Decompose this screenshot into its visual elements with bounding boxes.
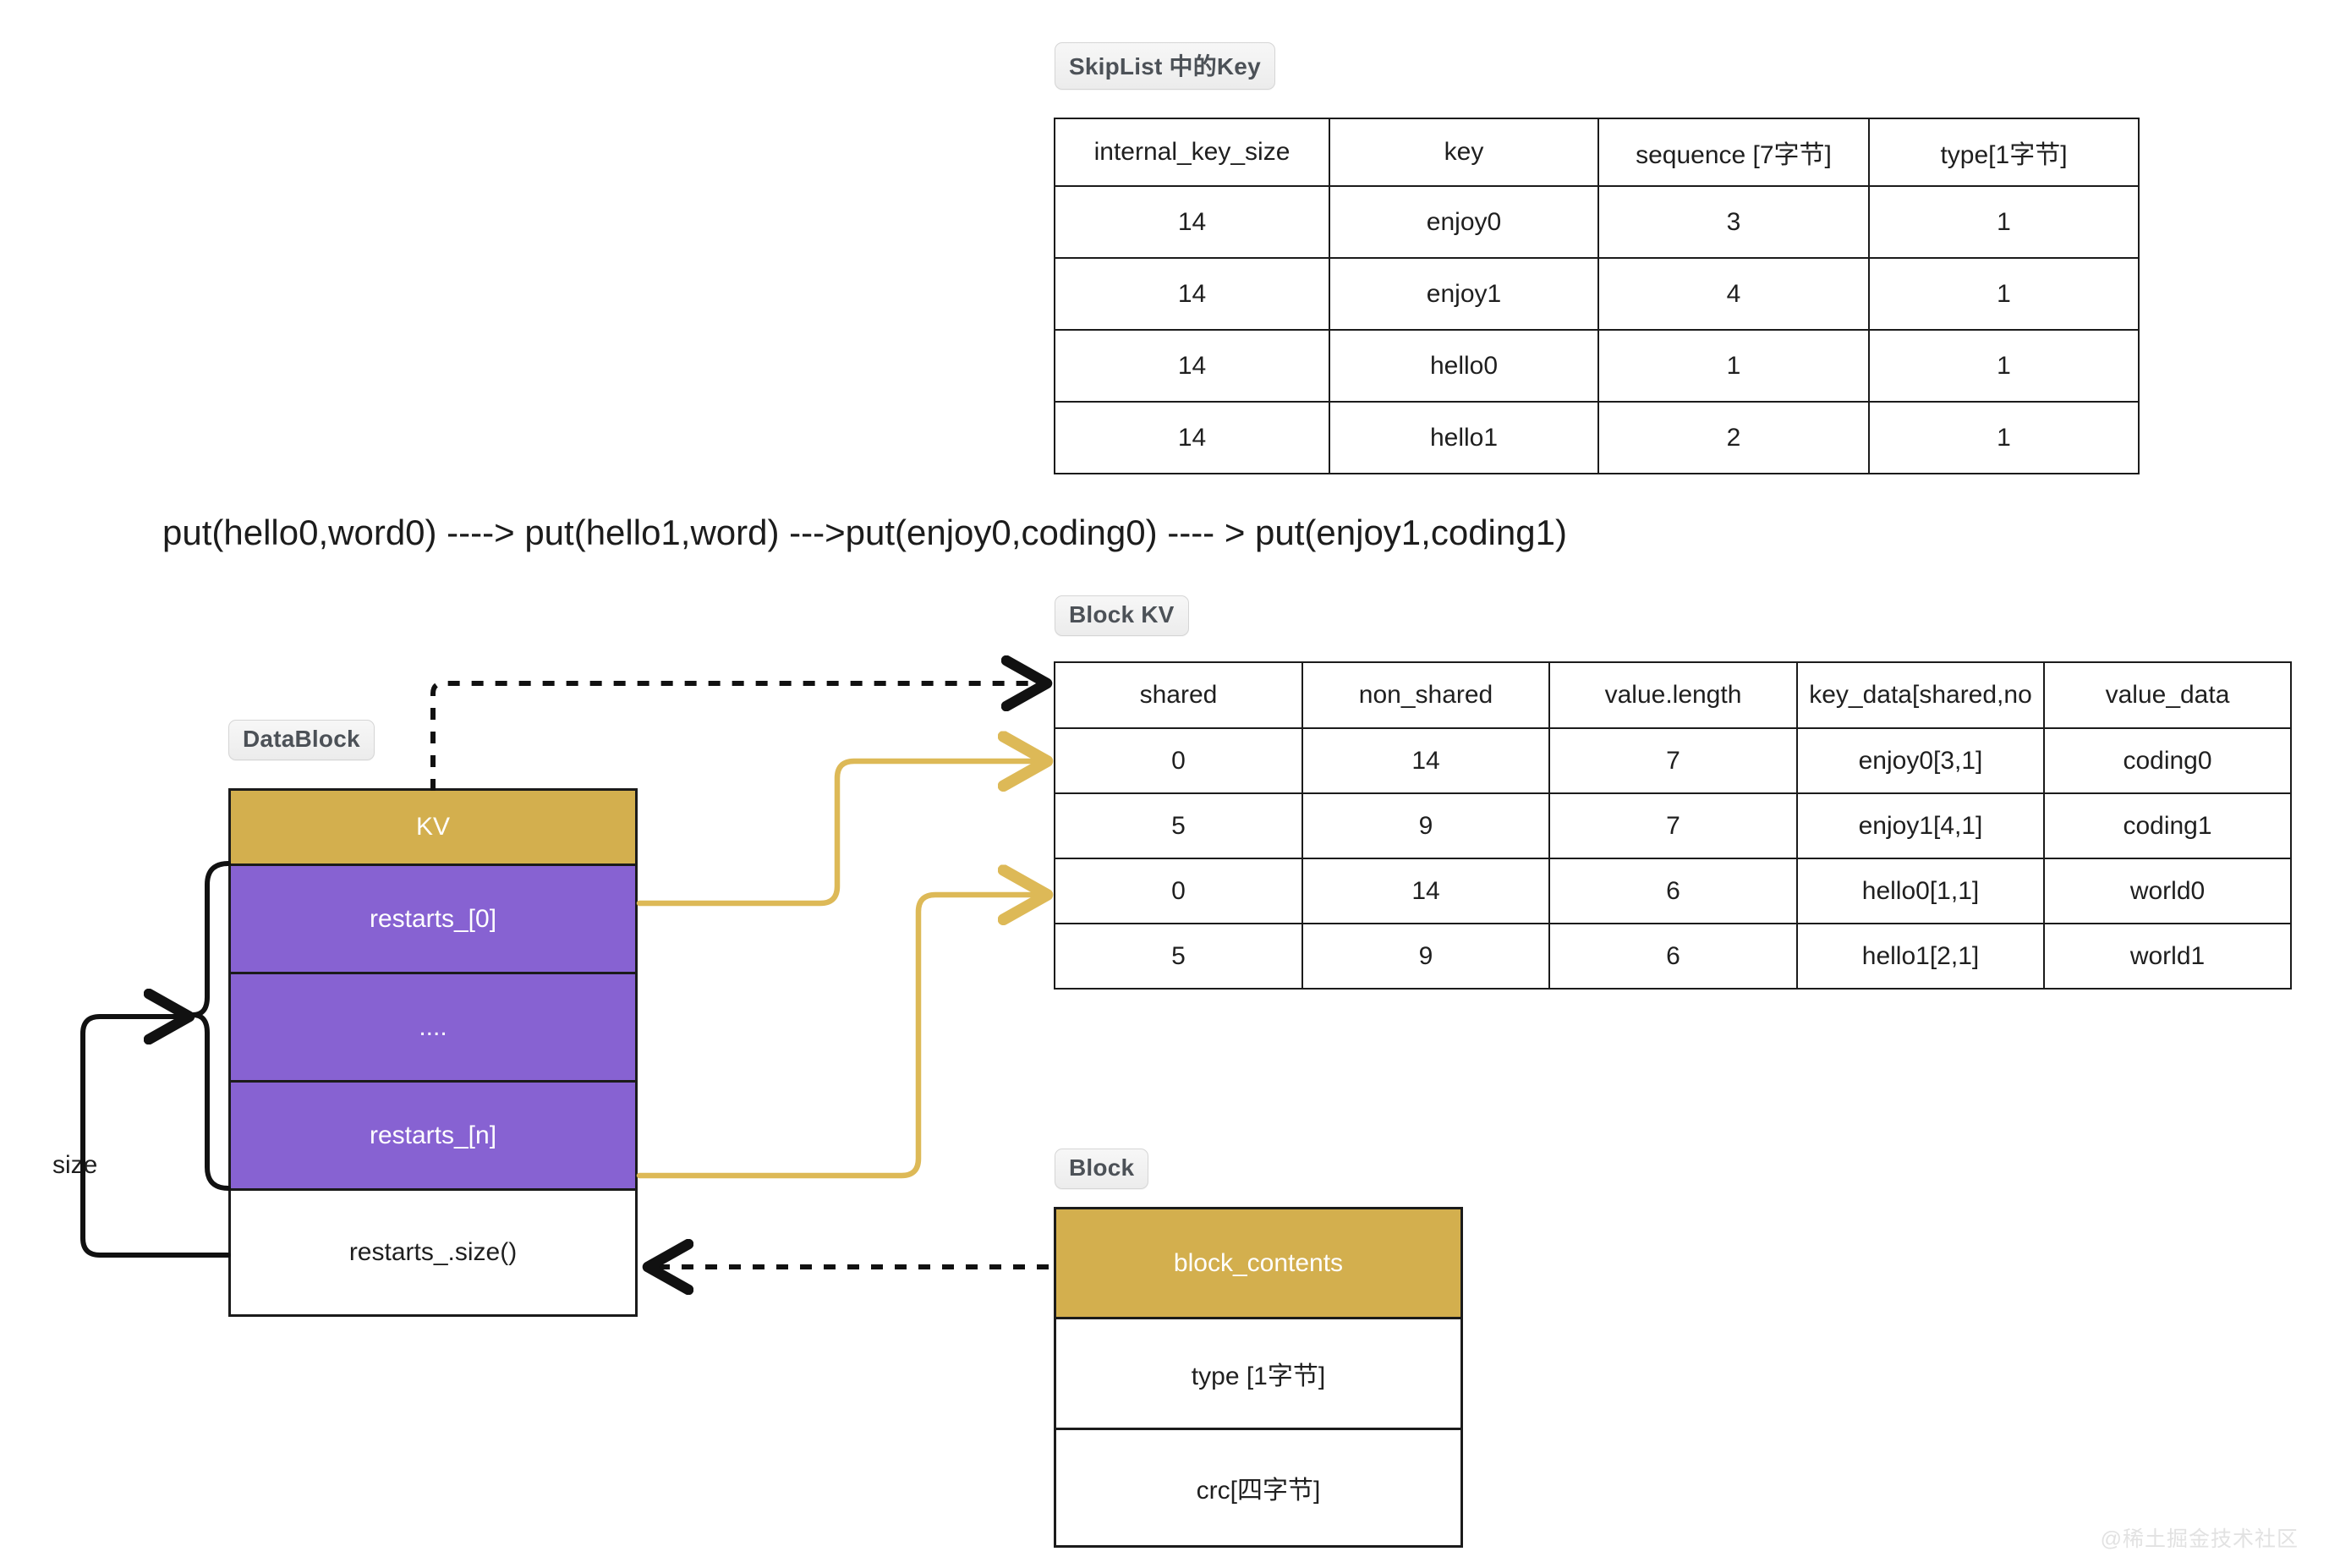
table-cell: enjoy1[4,1] bbox=[1796, 792, 2045, 859]
kv-to-blockkv-connector bbox=[430, 683, 1042, 791]
table-cell: 6 bbox=[1548, 923, 1798, 990]
block-row-contents: block_contents bbox=[1056, 1209, 1460, 1319]
table-cell: 7 bbox=[1548, 727, 1798, 794]
skiplist-section-badge: SkipList 中的Key bbox=[1055, 42, 1275, 90]
restarts0-to-blockkv-row1-connector bbox=[636, 761, 1042, 907]
table-cell: hello1 bbox=[1329, 401, 1599, 474]
table-cell: world0 bbox=[2043, 858, 2292, 924]
table-cell: 6 bbox=[1548, 858, 1798, 924]
datablock-row-label: KV bbox=[415, 813, 451, 841]
table-cell: 4 bbox=[1597, 257, 1870, 331]
blockkv-section-badge: Block KV bbox=[1055, 595, 1189, 636]
table-cell: 14 bbox=[1054, 401, 1330, 474]
datablock-row-label: restarts_[0] bbox=[369, 904, 497, 933]
column-header: key bbox=[1329, 118, 1599, 187]
table-cell: 5 bbox=[1054, 792, 1303, 859]
size-bracket-label: size bbox=[52, 1151, 98, 1179]
datablock-row-restartsn: restarts_[n] bbox=[231, 1083, 635, 1191]
block-struct: block_contents type [1字节] crc[四字节] bbox=[1054, 1207, 1463, 1548]
table-cell: 0 bbox=[1054, 727, 1303, 794]
column-header: value_data bbox=[2043, 661, 2292, 729]
datablock-row-ellipsis: .... bbox=[231, 974, 635, 1083]
watermark: @稀土掘金技术社区 bbox=[2100, 1527, 2299, 1551]
size-pointer-connector bbox=[80, 1017, 231, 1258]
table-cell: 1 bbox=[1868, 329, 2140, 403]
table-cell: 5 bbox=[1054, 923, 1303, 990]
table-cell: 1 bbox=[1597, 329, 1870, 403]
datablock-row-restarts0: restarts_[0] bbox=[231, 866, 635, 974]
block-row-label: block_contents bbox=[1173, 1248, 1344, 1277]
block-row-label: type [1字节] bbox=[1191, 1362, 1326, 1390]
datablock-struct: KV restarts_[0] .... restarts_[n] restar… bbox=[228, 788, 638, 1317]
column-header: shared bbox=[1054, 661, 1303, 729]
column-header: sequence [7字节] bbox=[1597, 118, 1870, 187]
datablock-row-label: restarts_[n] bbox=[369, 1121, 497, 1149]
table-cell: enjoy1 bbox=[1329, 257, 1599, 331]
column-header: non_shared bbox=[1302, 661, 1550, 729]
column-header: type[1字节] bbox=[1868, 118, 2140, 187]
column-header: key_data[shared,no bbox=[1796, 661, 2045, 729]
table-cell: 14 bbox=[1054, 185, 1330, 259]
table-cell: 1 bbox=[1868, 257, 2140, 331]
table-cell: 0 bbox=[1054, 858, 1303, 924]
block-section-badge: Block bbox=[1055, 1149, 1149, 1189]
block-row-type: type [1字节] bbox=[1056, 1319, 1460, 1430]
table-cell: enjoy0 bbox=[1329, 185, 1599, 259]
table-cell: 14 bbox=[1302, 858, 1550, 924]
restartsn-to-blockkv-row3-connector bbox=[636, 895, 1042, 1179]
table-cell: hello1[2,1] bbox=[1796, 923, 2045, 990]
datablock-row-label: restarts_.size() bbox=[348, 1238, 518, 1266]
datablock-row-label: .... bbox=[419, 1012, 447, 1041]
block-row-label: crc[四字节] bbox=[1196, 1477, 1321, 1505]
block-row-crc: crc[四字节] bbox=[1056, 1430, 1460, 1545]
table-cell: world1 bbox=[2043, 923, 2292, 990]
table-cell: hello0[1,1] bbox=[1796, 858, 2045, 924]
table-cell: 2 bbox=[1597, 401, 1870, 474]
datablock-row-size: restarts_.size() bbox=[231, 1191, 635, 1314]
table-cell: 3 bbox=[1597, 185, 1870, 259]
table-cell: 14 bbox=[1302, 727, 1550, 794]
column-header: internal_key_size bbox=[1054, 118, 1330, 187]
datablock-row-kv: KV bbox=[231, 791, 635, 866]
table-cell: 9 bbox=[1302, 792, 1550, 859]
table-cell: 1 bbox=[1868, 185, 2140, 259]
column-header: value.length bbox=[1548, 661, 1798, 729]
table-cell: enjoy0[3,1] bbox=[1796, 727, 2045, 794]
table-cell: 1 bbox=[1868, 401, 2140, 474]
table-cell: 14 bbox=[1054, 257, 1330, 331]
restarts-brace bbox=[190, 861, 231, 1191]
put-sequence-text: put(hello0,word0) ----> put(hello1,word)… bbox=[162, 513, 1567, 552]
table-cell: coding1 bbox=[2043, 792, 2292, 859]
datablock-section-badge: DataBlock bbox=[228, 720, 375, 760]
table-cell: 14 bbox=[1054, 329, 1330, 403]
table-cell: hello0 bbox=[1329, 329, 1599, 403]
table-cell: 7 bbox=[1548, 792, 1798, 859]
table-cell: 9 bbox=[1302, 923, 1550, 990]
table-cell: coding0 bbox=[2043, 727, 2292, 794]
